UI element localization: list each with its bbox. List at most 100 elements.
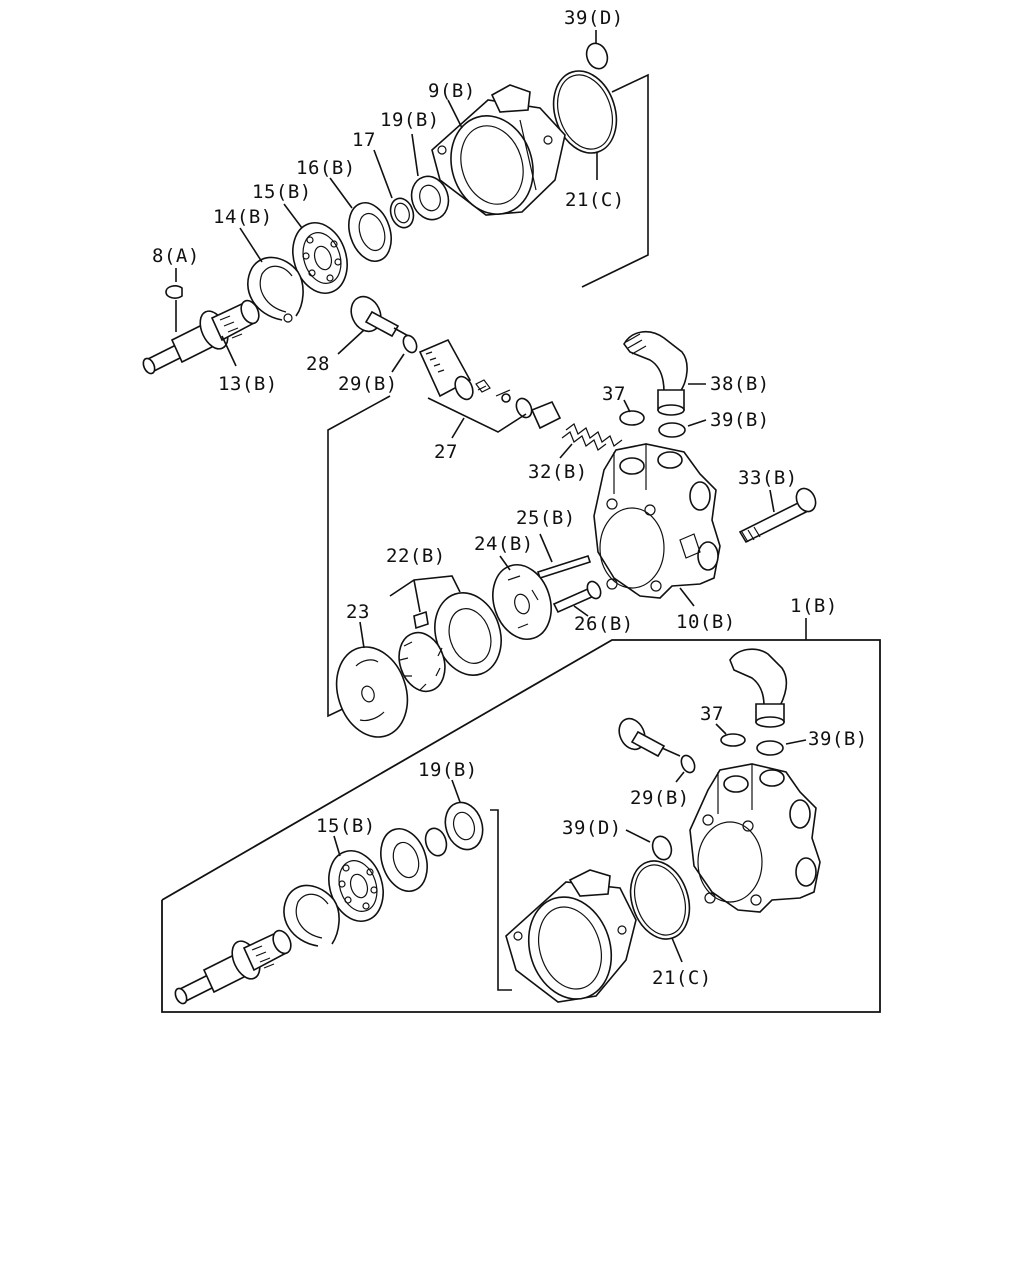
label-22b: 22(B) xyxy=(386,545,446,567)
leader-29b-top xyxy=(391,353,405,373)
label-8a: 8(A) xyxy=(152,245,200,267)
bracket-lower-inner xyxy=(490,809,512,991)
leader-15b-top xyxy=(283,203,303,229)
part-24b-side-plate xyxy=(492,564,552,640)
leader-21c-bottom xyxy=(671,937,683,963)
part-29b-bottom-oring xyxy=(680,754,696,774)
leader-13b xyxy=(221,335,237,367)
label-39d-top: 39(D) xyxy=(564,7,624,29)
part-32b-spring xyxy=(561,423,623,451)
part-39d-top-oring xyxy=(585,42,609,70)
part-lower-pump-body xyxy=(689,763,821,913)
label-37-bottom: 37 xyxy=(700,703,724,725)
leader-39d-bottom xyxy=(625,829,651,843)
label-27: 27 xyxy=(434,441,458,463)
leader-22b-vane xyxy=(413,579,421,613)
label-21c-bottom: 21(C) xyxy=(652,967,712,989)
part-lower-plug xyxy=(618,717,681,758)
part-25b-pin xyxy=(536,554,592,580)
part-rotor xyxy=(398,631,446,693)
part-19b-top-seal xyxy=(410,175,450,221)
label-15b-bottom: 15(B) xyxy=(316,815,376,837)
label-15b-top: 15(B) xyxy=(252,181,312,203)
label-19b-bottom: 19(B) xyxy=(418,759,478,781)
part-39d-bottom-oring xyxy=(651,835,673,861)
part-33b-bolt xyxy=(738,487,817,544)
part-lower-elbow-fitting xyxy=(729,648,788,728)
part-37-bottom-oring xyxy=(720,733,746,747)
leader-37-top xyxy=(623,399,631,413)
part-38b-elbow-fitting xyxy=(623,331,688,416)
label-17: 17 xyxy=(352,129,376,151)
label-16b: 16(B) xyxy=(296,157,356,179)
leader-32b xyxy=(559,443,573,459)
assembly-1b-frame xyxy=(161,639,881,1013)
part-21c-top-oring xyxy=(552,70,618,154)
part-17-snap-ring xyxy=(389,197,415,229)
leader-28 xyxy=(337,329,365,355)
label-26b: 26(B) xyxy=(574,613,634,635)
label-23: 23 xyxy=(346,601,370,623)
bracket-27 xyxy=(427,397,527,433)
part-lower-washer xyxy=(380,828,428,892)
part-lower-shaft xyxy=(174,929,292,1005)
label-39d-bottom: 39(D) xyxy=(562,817,622,839)
leader-19b-bottom xyxy=(451,779,461,803)
part-13b-shaft xyxy=(142,299,260,375)
label-14b: 14(B) xyxy=(213,206,273,228)
label-13b: 13(B) xyxy=(218,373,278,395)
leader-25b xyxy=(539,533,553,563)
part-15b-top-bearing xyxy=(292,222,348,294)
leader-24b xyxy=(499,555,511,571)
part-28-plug xyxy=(350,295,413,339)
part-15b-bottom-bearing xyxy=(328,850,384,922)
label-9b: 9(B) xyxy=(428,80,476,102)
label-29b-top: 29(B) xyxy=(338,373,398,395)
label-37-top: 37 xyxy=(602,383,626,405)
leader-33b xyxy=(769,489,775,513)
leader-19b-top xyxy=(411,133,419,177)
part-39b-bottom-oring xyxy=(756,740,784,756)
label-28: 28 xyxy=(306,353,330,375)
leader-23 xyxy=(359,621,365,649)
leader-10b xyxy=(679,587,695,607)
part-lower-circlip xyxy=(283,884,340,947)
label-24b: 24(B) xyxy=(474,533,534,555)
part-39b-top-oring xyxy=(658,422,686,438)
part-29b-top-oring xyxy=(402,334,418,354)
label-32b: 32(B) xyxy=(528,461,588,483)
label-21c-top: 21(C) xyxy=(565,189,625,211)
label-38b: 38(B) xyxy=(710,373,770,395)
label-19b-top: 19(B) xyxy=(380,109,440,131)
label-33b: 33(B) xyxy=(738,467,798,489)
part-10b-pump-body xyxy=(593,443,721,599)
label-39b-bottom: 39(B) xyxy=(808,728,868,750)
leader-37-bottom xyxy=(715,723,727,735)
leader-16b xyxy=(329,177,353,209)
label-1b: 1(B) xyxy=(790,595,838,617)
label-39b-top: 39(B) xyxy=(710,409,770,431)
part-27-valve-assembly xyxy=(418,338,562,430)
leader-27 xyxy=(451,417,465,439)
leader-14b xyxy=(239,227,263,263)
leader-9b xyxy=(447,99,463,129)
bracket-22b xyxy=(389,575,461,597)
leader-39b-bottom xyxy=(785,739,807,745)
part-37-top-oring xyxy=(619,410,645,426)
label-25b: 25(B) xyxy=(516,507,576,529)
part-8a-key xyxy=(165,285,183,299)
part-lower-snap-ring xyxy=(424,827,448,857)
leader-39b-top xyxy=(687,419,707,427)
leader-26b xyxy=(573,605,589,617)
bracket-top-right xyxy=(581,73,649,288)
part-23-pressure-plate xyxy=(335,646,409,738)
label-10b: 10(B) xyxy=(676,611,736,633)
part-9b-housing xyxy=(431,84,566,216)
part-26b-screw xyxy=(552,580,602,614)
part-19b-bottom-seal xyxy=(444,801,484,851)
part-lower-housing xyxy=(505,869,637,1003)
part-16b-washer xyxy=(348,202,392,262)
leader-29b-bottom xyxy=(675,771,685,783)
leader-15b-bottom xyxy=(333,835,341,857)
